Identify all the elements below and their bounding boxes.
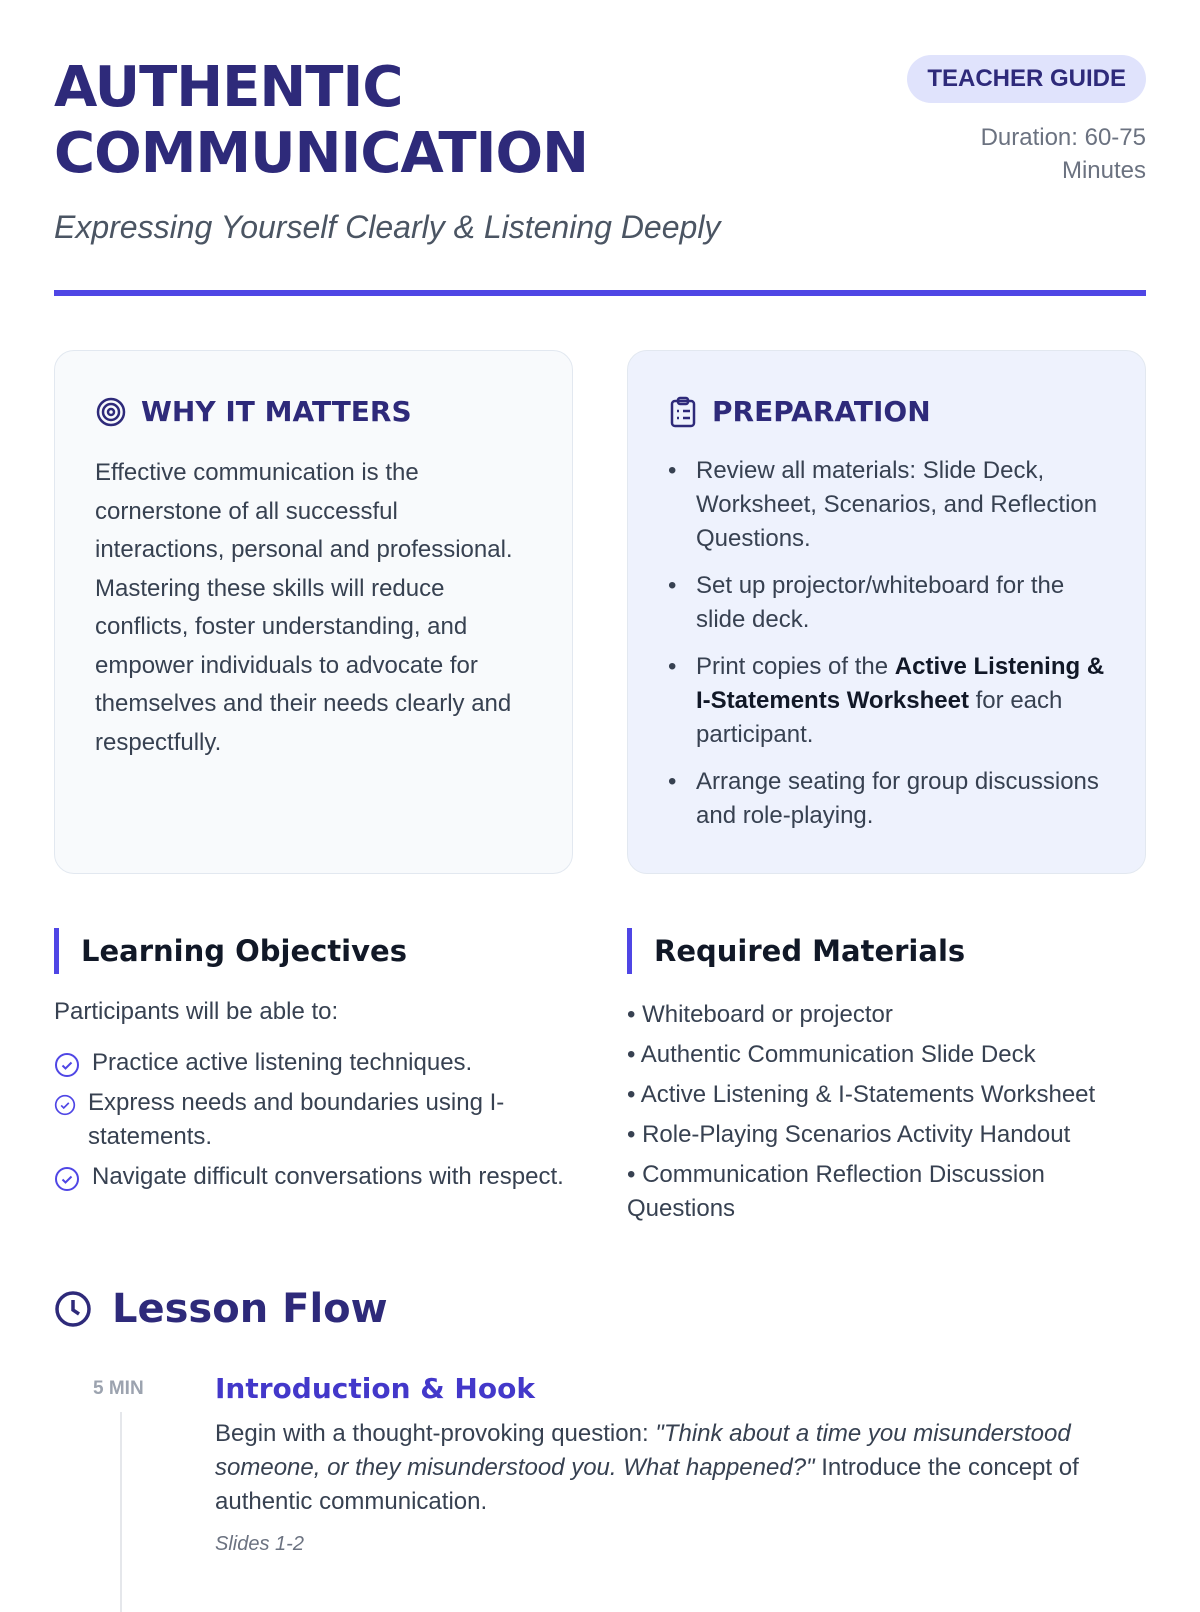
material-item: • Active Listening & I-Statements Worksh… (627, 1081, 1096, 1108)
duration: Duration: 60-75 Minutes (980, 124, 1146, 184)
target-icon (96, 397, 126, 426)
preparation-card: PREPARATION Review all materials: Slide … (627, 350, 1146, 874)
required-materials: Required Materials • Whiteboard or proje… (627, 928, 1146, 1232)
section-title: Lesson Flow (112, 1286, 388, 1332)
prep-item: Review all materials: Slide Deck, Worksh… (668, 454, 1105, 556)
material-item: • Whiteboard or projector (627, 1001, 893, 1028)
objective-text: Practice active listening techniques. (92, 1049, 473, 1076)
objective-item: Navigate difficult conversations with re… (54, 1160, 573, 1194)
prep-text: Print copies of the (696, 653, 895, 680)
lesson-flow-heading: Lesson Flow (54, 1286, 1146, 1332)
prep-item: Arrange seating for group discussions an… (668, 765, 1105, 833)
section-title: Learning Objectives (54, 928, 573, 974)
prep-item: Set up projector/whiteboard for the slid… (668, 569, 1105, 637)
material-item: • Communication Reflection Discussion Qu… (627, 1161, 1045, 1222)
step-quote: "Think about a time you misunderstood so… (215, 1420, 1071, 1481)
objective-text: Navigate difficult conversations with re… (92, 1163, 564, 1190)
material-item: • Role-Playing Scenarios Activity Handou… (627, 1121, 1071, 1148)
check-circle-icon (54, 1094, 76, 1116)
objectives-intro: Participants will be able to: (54, 998, 339, 1025)
step-description: Begin with a thought-provoking question:… (215, 1417, 1125, 1519)
objective-item: Practice active listening techniques. (54, 1046, 573, 1080)
card-title: PREPARATION (712, 395, 931, 428)
card-title: WHY IT MATTERS (141, 395, 412, 428)
worksheet-name: Active Listening & I-Statements Workshee… (696, 653, 1105, 714)
section-title: Required Materials (627, 928, 1146, 974)
prep-item: Print copies of the Active Listening & I… (668, 650, 1105, 752)
objective-item: Express needs and boundaries using I-sta… (54, 1086, 573, 1154)
step-duration: 5 MIN (93, 1378, 144, 1399)
step-title: Introduction & Hook (215, 1372, 535, 1405)
check-circle-icon (55, 1053, 79, 1077)
step-text: Begin with a thought-provoking question: (215, 1420, 656, 1447)
title-line-1: AUTHENTIC (54, 55, 403, 120)
page-subtitle: Expressing Yourself Clearly & Listening … (54, 209, 721, 245)
clock-icon (55, 1291, 91, 1327)
learning-objectives: Learning Objectives Participants will be… (54, 928, 573, 1232)
clipboard-icon (670, 396, 696, 427)
objective-text: Express needs and boundaries using I-sta… (88, 1089, 505, 1150)
timeline-line (120, 1412, 122, 1612)
title-line-2: COMMUNICATION (54, 121, 589, 186)
prep-text: for each participant. (696, 687, 1063, 748)
lesson-step: 5 MIN Introduction & Hook Begin with a t… (54, 1372, 1146, 1612)
material-item: • Authentic Communication Slide Deck (627, 1041, 1036, 1068)
header-divider (54, 290, 1146, 296)
check-circle-icon (55, 1167, 79, 1191)
why-it-matters-card: WHY IT MATTERS Effective communication i… (54, 350, 573, 874)
slides-reference: Slides 1-2 (215, 1533, 304, 1555)
step-text: Introduce the concept of authentic commu… (215, 1454, 1079, 1515)
why-text: Effective communication is the cornersto… (95, 459, 513, 756)
teacher-guide-badge: TEACHER GUIDE (907, 55, 1146, 103)
